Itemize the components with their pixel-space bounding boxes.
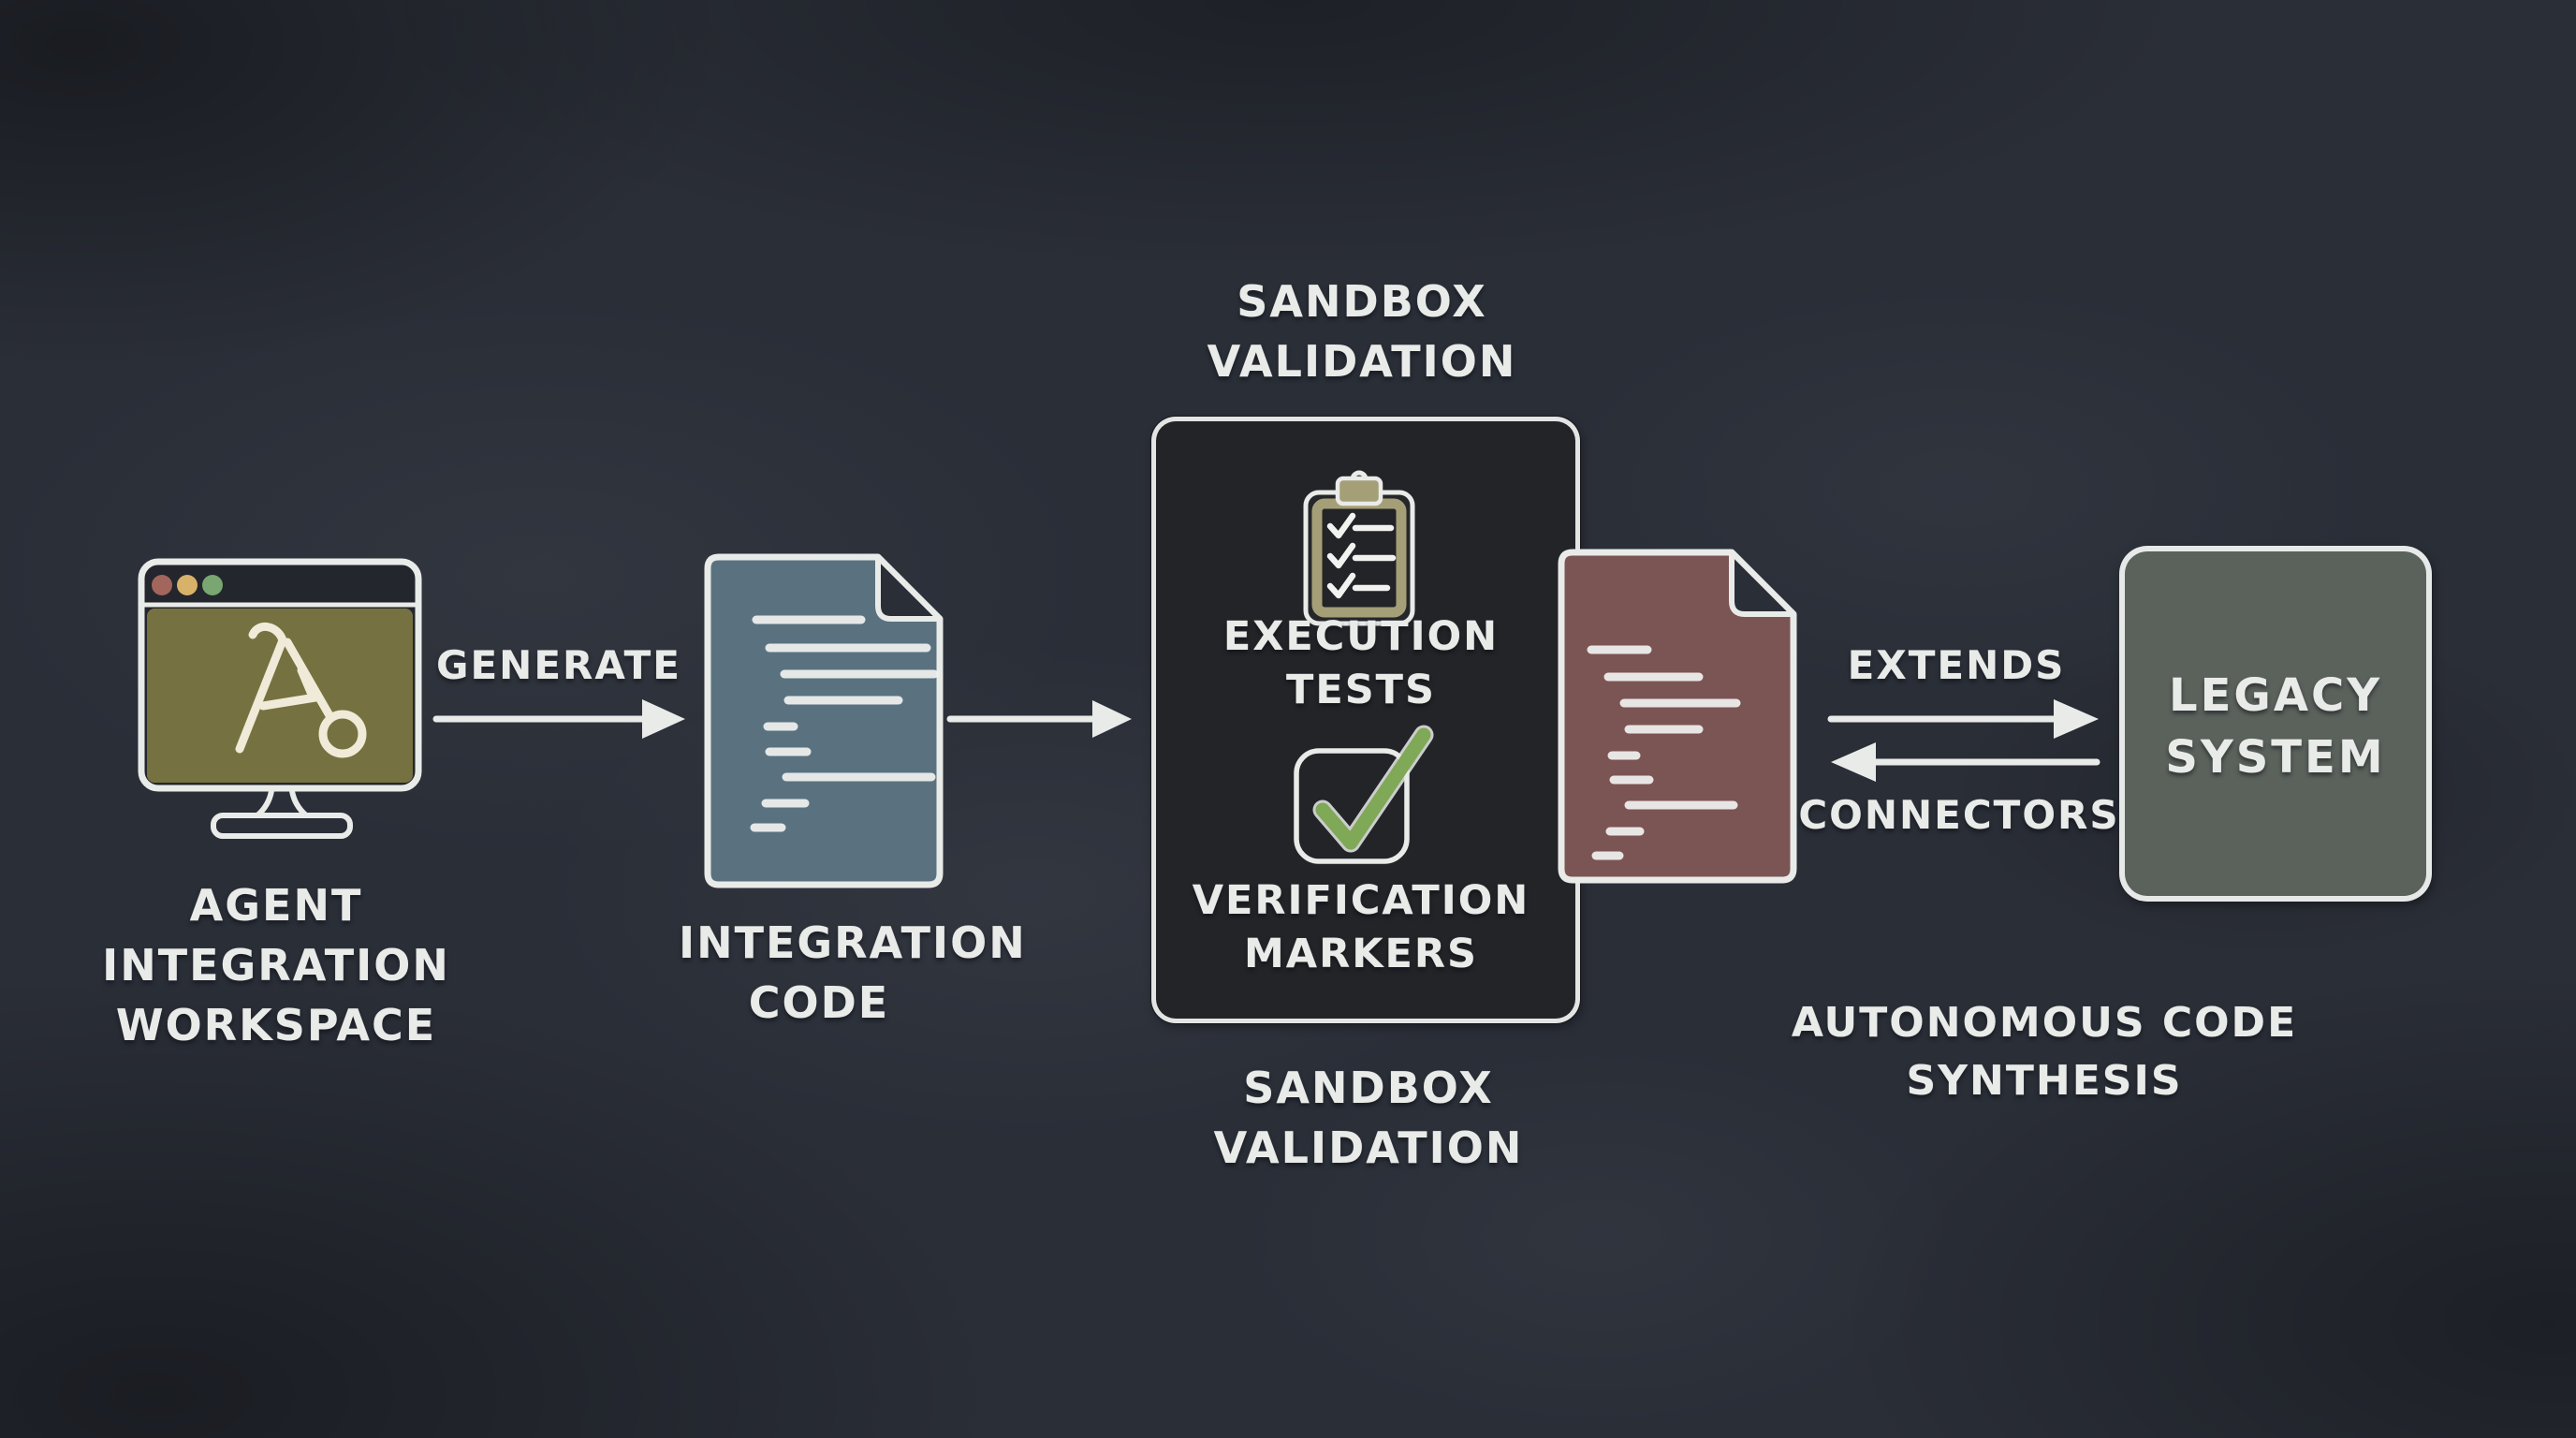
extends-edge-label: EXTENDS xyxy=(1847,642,2066,688)
browser-screen xyxy=(147,609,413,783)
flow-arrow-icon xyxy=(946,700,1132,738)
verification-markers-label-line: VERIFICATION xyxy=(1192,877,1530,924)
integration-code-label: INTEGRATION CODE xyxy=(679,913,1027,1033)
sandbox-bottom-label: SANDBOX VALIDATION xyxy=(1186,1058,1551,1178)
synthesized-document-icon xyxy=(1558,549,1797,884)
clipboard-checklist-icon xyxy=(1303,470,1415,626)
legacy-system-box xyxy=(2119,546,2432,902)
window-dot-green xyxy=(202,575,223,595)
sandbox-top-label-line: VALIDATION xyxy=(1207,336,1517,387)
monitor-browser-icon xyxy=(138,558,422,839)
legacy-system-label-line: SYSTEM xyxy=(2165,731,2386,784)
generate-edge-label: GENERATE xyxy=(436,642,681,688)
synthesis-label-line: SYNTHESIS xyxy=(1906,1057,2183,1105)
sandbox-top-label: SANDBOX VALIDATION xyxy=(1179,271,1544,391)
workspace-label: AGENT INTEGRATION WORKSPACE xyxy=(66,875,487,1055)
document-text-lines xyxy=(750,615,939,832)
sandbox-top-label-line: SANDBOX xyxy=(1237,276,1487,327)
integration-code-label-line: INTEGRATION xyxy=(679,917,1027,968)
checklist-rows xyxy=(1326,512,1397,599)
execution-tests-label-line: TESTS xyxy=(1286,667,1436,713)
agent-a-logo-icon xyxy=(235,623,367,758)
window-dot-yellow xyxy=(177,575,198,595)
legacy-system-label: LEGACY SYSTEM xyxy=(2119,665,2432,788)
sandbox-bottom-label-line: VALIDATION xyxy=(1213,1123,1524,1173)
execution-tests-label: EXECUTION TESTS xyxy=(1189,610,1533,717)
monitor-stand xyxy=(211,788,353,839)
checkbox-checked-icon xyxy=(1294,725,1434,864)
integration-code-label-line: CODE xyxy=(748,977,890,1028)
window-dot-red xyxy=(152,575,172,595)
legacy-system-label-line: LEGACY xyxy=(2169,669,2382,722)
synthesis-label-line: AUTONOMOUS CODE xyxy=(1791,999,2298,1047)
document-text-lines xyxy=(1587,645,1741,860)
verification-markers-label-line: MARKERS xyxy=(1244,931,1478,977)
extends-arrow-icon xyxy=(1827,699,2099,739)
verification-markers-label: VERIFICATION MARKERS xyxy=(1189,874,1533,981)
workspace-label-line: WORKSPACE xyxy=(115,1000,437,1050)
connectors-arrow-icon xyxy=(1831,742,2100,782)
code-document-icon xyxy=(704,553,944,888)
synthesis-label: AUTONOMOUS CODE SYNTHESIS xyxy=(1764,994,2325,1110)
execution-tests-label-line: EXECUTION xyxy=(1222,613,1500,660)
sandbox-bottom-label-line: SANDBOX xyxy=(1243,1063,1494,1113)
workspace-label-line: INTEGRATION xyxy=(102,940,450,990)
generate-arrow-icon xyxy=(432,699,685,739)
workspace-label-line: AGENT xyxy=(189,880,363,931)
connectors-edge-label: CONNECTORS xyxy=(1798,792,2120,838)
